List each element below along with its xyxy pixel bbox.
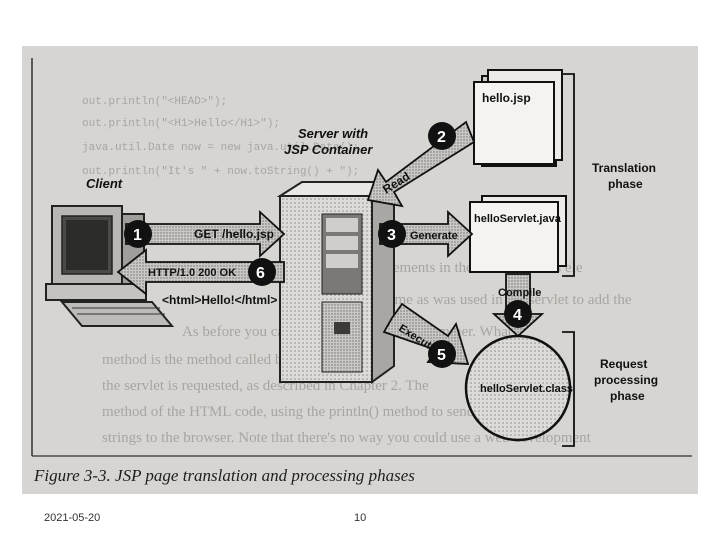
figure-caption: Figure 3-3. JSP page translation and pro… [34,466,415,485]
request-phase-line3: phase [610,389,645,403]
hello-jsp-file [473,69,563,167]
execute-arrow [382,302,470,368]
response-status-label: HTTP/1.0 200 OK [148,267,236,279]
step-5-badge: 5 [437,347,446,364]
hello-jsp-label: hello.jsp [482,91,531,105]
generate-label: Generate [410,230,458,242]
translation-bracket [562,73,575,277]
scanned-book-page: out.println("<HEAD>"); out.println("<H1>… [22,46,698,494]
request-phase-line2: processing [594,373,658,387]
step-1-badge: 1 [133,227,142,244]
step-6-badge: 6 [256,265,265,282]
hello-servlet-class-label: helloServlet.class [480,383,573,395]
hello-servlet-java-file [469,195,567,273]
step-3-badge: 3 [387,227,396,244]
step-4-badge: 4 [513,307,522,324]
svg-text:java.util.Date now = new java.: java.util.Date now = new java.util.Date(… [82,142,359,154]
jsp-phases-diagram: out.println("<HEAD>"); out.println("<H1>… [31,58,692,457]
step-2-badge: 2 [437,129,446,146]
generate-arrow [378,209,474,259]
request-label: GET /hello.jsp [194,227,274,241]
request-phase-line1: Request [600,357,647,371]
server-label-line2: JSP Container [284,142,373,157]
compile-arrow [491,273,545,338]
svg-text:out.println("<HEAD>");: out.println("<HEAD>"); [82,96,227,108]
response-body-label: <html>Hello!</html> [162,293,277,307]
request-arrow [124,209,286,259]
response-arrow [116,248,285,296]
svg-text:the servlet is requested, as d: the servlet is requested, as described i… [102,378,429,394]
hello-servlet-java-label: helloServlet.java [474,213,562,225]
client-label: Client [86,176,123,191]
svg-text:strings to the browser. Note t: strings to the browser. Note that there'… [102,430,592,446]
compile-label: Compile [498,287,541,299]
svg-text:method of the HTML code, using: method of the HTML code, using the print… [102,404,497,420]
server-tower-icon [276,180,398,384]
server-label-line1: Server with [298,126,368,141]
slide-date: 2021-05-20 [44,512,101,524]
translation-phase-line1: Translation [592,161,656,175]
read-arrow [366,120,476,208]
slide-page-number: 10 [354,512,367,524]
request-bracket [562,331,575,447]
svg-text:out.println("It's " + now.toSt: out.println("It's " + now.toString() + "… [82,166,359,178]
svg-text:out.println("<H1>Hello</H1>");: out.println("<H1>Hello</H1>"); [82,118,280,130]
translation-phase-line2: phase [608,177,643,191]
